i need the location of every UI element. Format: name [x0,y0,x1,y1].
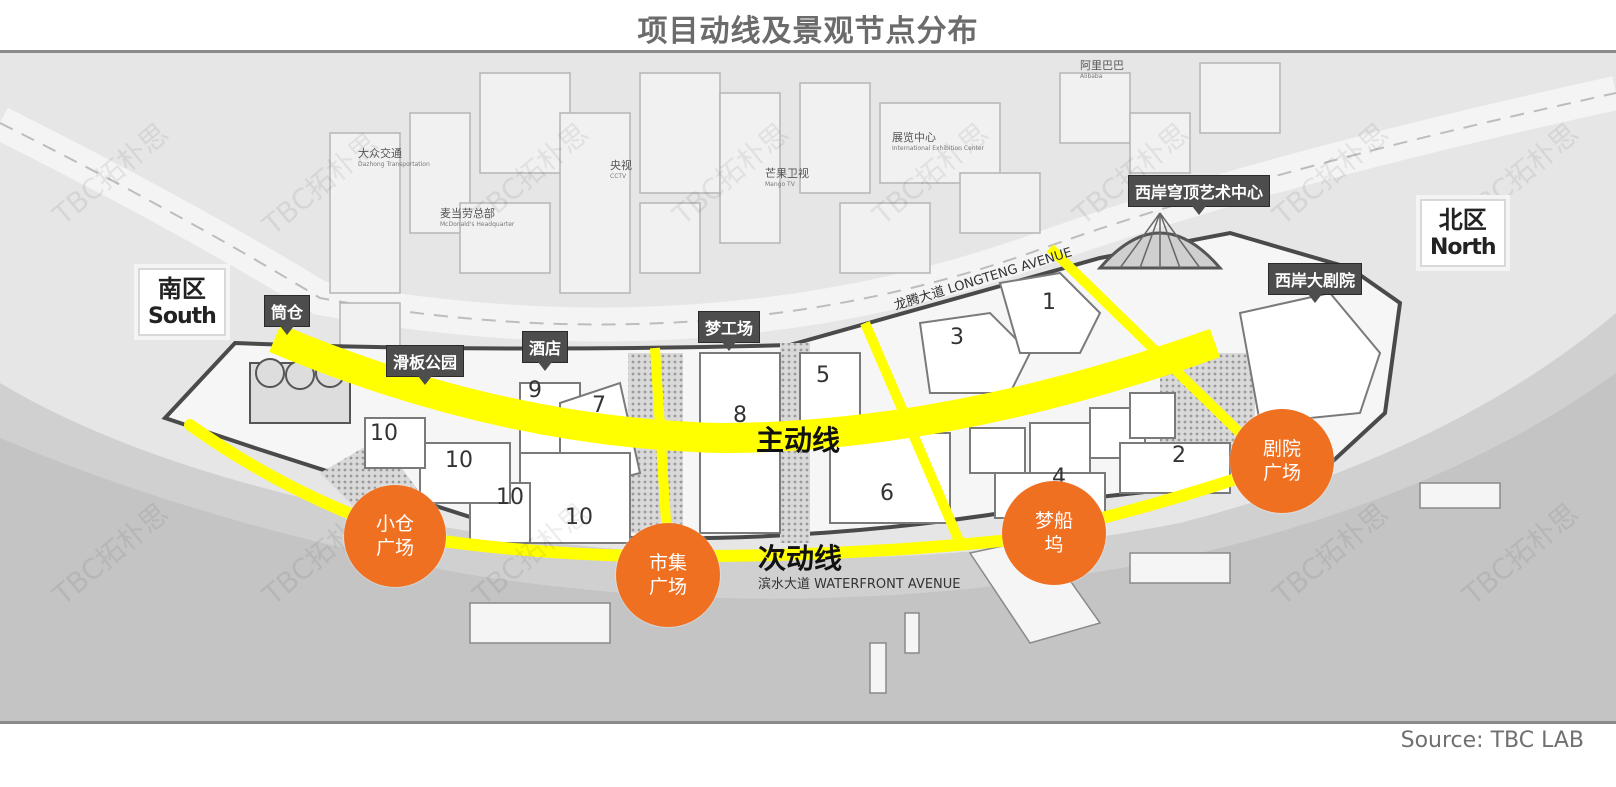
connector-route [650,347,673,554]
silo-cluster [249,358,351,424]
site-map: TBC拓朴思 TBC拓朴思 TBC拓朴思 TBC拓朴思 TBC拓朴思 TBC拓朴… [0,50,1616,724]
city-buildings [329,62,1281,354]
dome-building [1096,212,1224,270]
map-base [0,53,1616,721]
river-deep [0,373,1616,721]
source-credit: Source: TBC LAB [1400,728,1584,753]
page-title: 项目动线及景观节点分布 [637,14,979,49]
connector-route [1046,244,1244,437]
main-route [269,324,1221,454]
